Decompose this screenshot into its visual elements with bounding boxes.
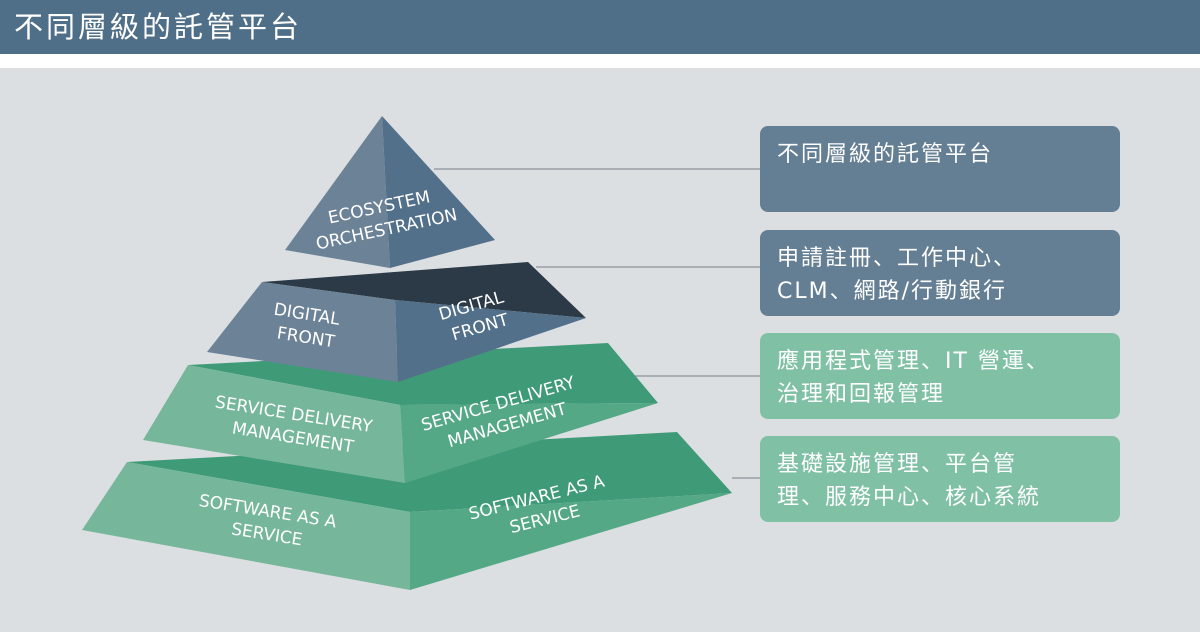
header-bar: 不同層級的託管平台 xyxy=(0,0,1200,54)
label-box-service-delivery: 應用程式管理、IT 營運、 治理和回報管理 xyxy=(760,333,1120,419)
pyramid-tier-ecosystem-orchestration xyxy=(285,116,495,268)
tier-3-left-label: SERVICE DELIVERY MANAGEMENT xyxy=(210,392,379,460)
tier-4-right-face xyxy=(410,493,732,590)
tier-2-right-face xyxy=(395,300,586,382)
tier-2-left-face xyxy=(207,282,398,382)
pyramid-tier-service-delivery xyxy=(143,343,658,483)
tier-3-left-face xyxy=(143,365,405,483)
label-box-hosting-platform: 不同層級的託管平台 xyxy=(760,126,1120,212)
tier-3-right-face xyxy=(400,403,658,483)
tier-4-left-face xyxy=(82,462,410,590)
pyramid-tier-digital-front xyxy=(207,262,586,382)
label-box-software-service: 基礎設施管理、平台管 理、服務中心、核心系統 xyxy=(760,436,1120,522)
tier-1-right-face xyxy=(382,116,495,268)
tier-2-top-face xyxy=(262,262,586,318)
tier-3-top-face xyxy=(188,343,658,405)
page-title: 不同層級的託管平台 xyxy=(14,10,303,44)
label-box-digital-front: 申請註冊、工作中心、 CLM、網路/行動銀行 xyxy=(760,230,1120,316)
tier-1-left-face xyxy=(285,116,390,268)
